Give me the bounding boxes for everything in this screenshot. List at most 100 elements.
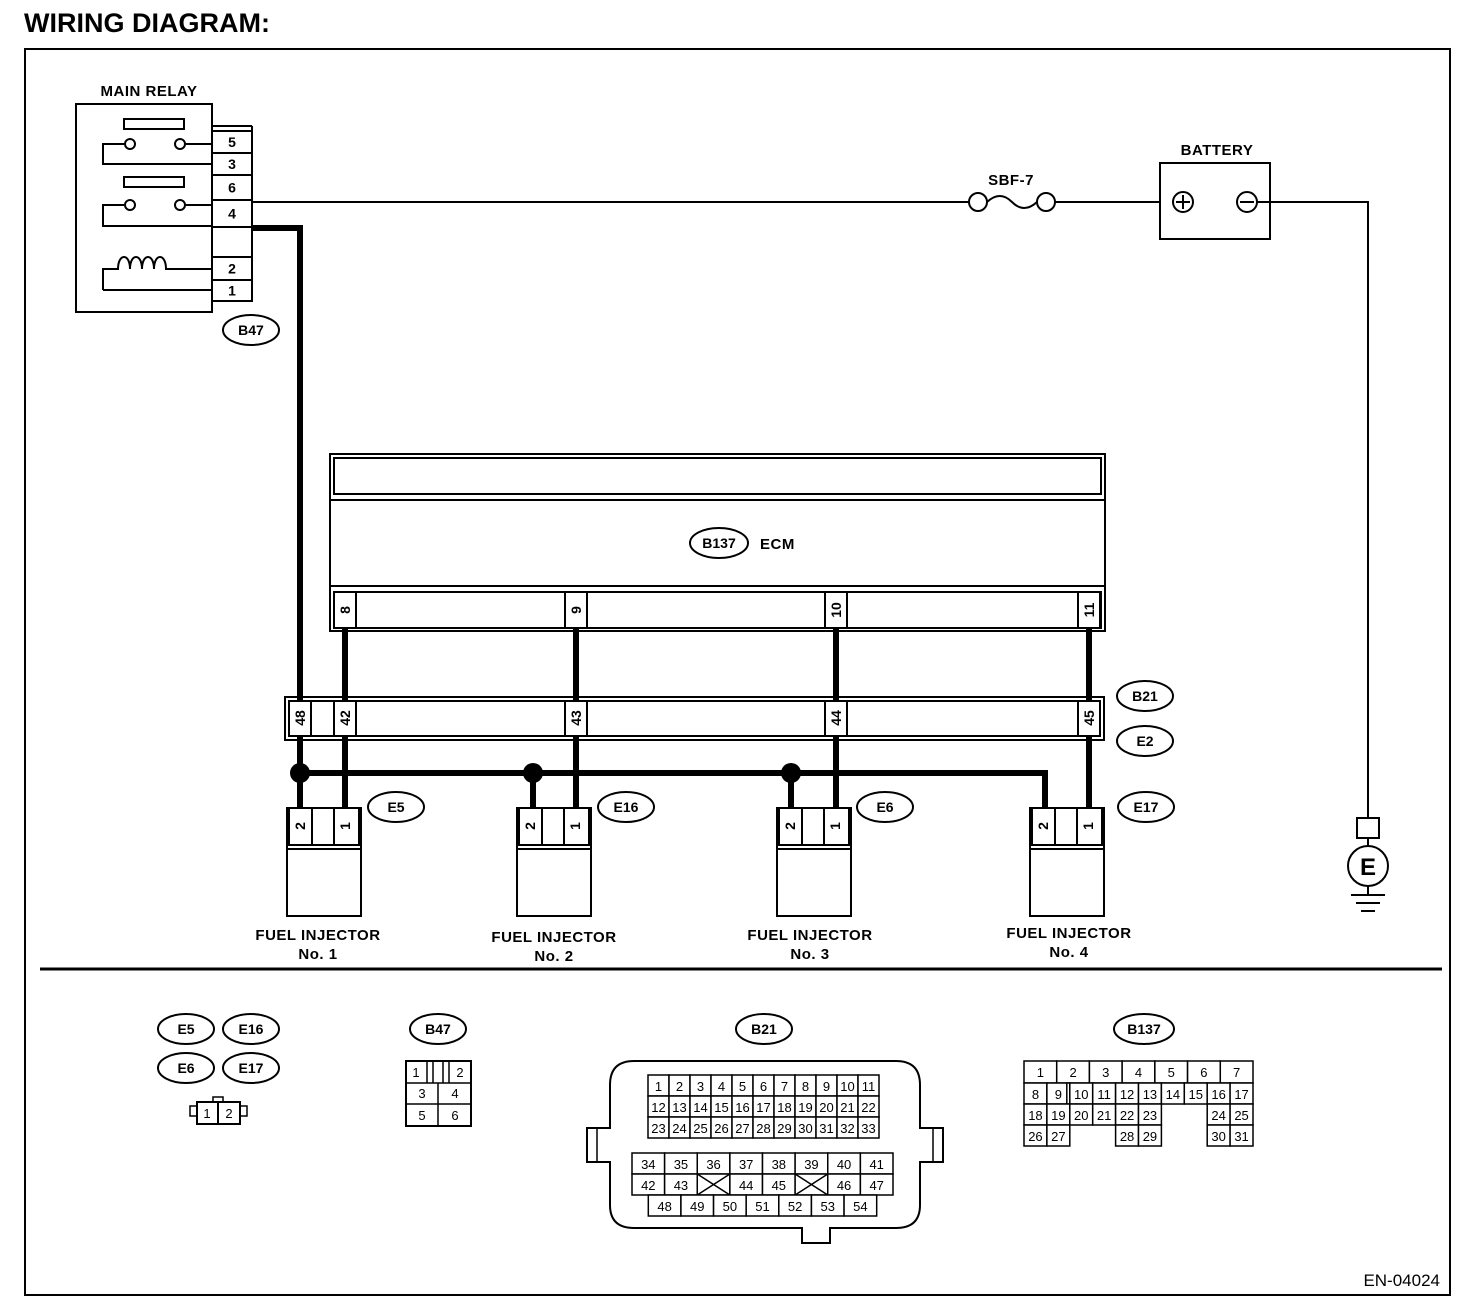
relay-switch-2: [123, 176, 185, 188]
legend-b137-title: B137: [1127, 1021, 1161, 1037]
injector-pin-2: 2: [1035, 822, 1051, 830]
b137-cell-15: 15: [1189, 1087, 1203, 1102]
b21-cell-19: 19: [798, 1100, 812, 1115]
relay-pin-3: 3: [228, 156, 236, 172]
ground-e: E: [1347, 817, 1389, 912]
joint-pin-48: 48: [292, 710, 308, 726]
injector-number: No. 3: [790, 946, 829, 963]
b21-cell-12: 12: [651, 1100, 665, 1115]
b21-cell-42: 42: [641, 1178, 655, 1193]
injector-connector-label: E17: [1134, 799, 1159, 815]
ecm-label: ECM: [760, 536, 795, 553]
b21-cell-39: 39: [804, 1157, 818, 1172]
b137-cell-29: 29: [1143, 1129, 1157, 1144]
ecm-pin-9: 9: [568, 606, 584, 614]
injector-number: No. 2: [534, 948, 573, 965]
b21-cell-25: 25: [693, 1121, 707, 1136]
joint-pin-45: 45: [1081, 710, 1097, 726]
fuse-sbf-7: SBF-7: [968, 172, 1056, 212]
b137-cell-8: 8: [1032, 1087, 1039, 1102]
injector-label: FUEL INJECTOR: [1006, 925, 1131, 942]
legend-e-pin-2: 2: [225, 1106, 232, 1121]
b137-cell-21: 21: [1097, 1108, 1111, 1123]
legend-e5: E5: [177, 1021, 194, 1037]
connector-tag-e2: [1116, 725, 1174, 757]
b21-cell-44: 44: [739, 1178, 753, 1193]
b21-cell-38: 38: [772, 1157, 786, 1172]
b21-cell-9: 9: [823, 1079, 830, 1094]
ground-label: E: [1360, 854, 1376, 881]
ecm-pin-11: 11: [1081, 602, 1097, 617]
b137-cell-13: 13: [1143, 1087, 1157, 1102]
injector-label: FUEL INJECTOR: [491, 929, 616, 946]
b137-cell-25: 25: [1234, 1108, 1248, 1123]
b21-cell-43: 43: [674, 1178, 688, 1193]
joint-upper-label: B21: [1132, 688, 1158, 704]
legend-b47-pin-3: 3: [418, 1086, 425, 1101]
b137-cell-9: 9: [1055, 1087, 1062, 1102]
injector-pin-1: 1: [1080, 822, 1096, 830]
b21-cell-31: 31: [819, 1121, 833, 1136]
b21-cell-21: 21: [840, 1100, 854, 1115]
b21-cell-24: 24: [672, 1121, 686, 1136]
joint-pin-44: 44: [828, 710, 844, 726]
injector-connector-label: E5: [387, 799, 404, 815]
connector-tag-e16: [597, 791, 655, 823]
injector-pin-1: 1: [337, 822, 353, 830]
b137-cell-18: 18: [1028, 1108, 1042, 1123]
injector-pin-1: 1: [567, 822, 583, 830]
b21-cell-27: 27: [735, 1121, 749, 1136]
b21-cell-41: 41: [869, 1157, 883, 1172]
b21-cell-32: 32: [840, 1121, 854, 1136]
b137-cell-7: 7: [1233, 1065, 1240, 1080]
b21-cell-33: 33: [861, 1121, 875, 1136]
injector-pin-2: 2: [782, 822, 798, 830]
b137-cell-6: 6: [1200, 1065, 1207, 1080]
relay-pin-1: 1: [228, 283, 236, 299]
connector-tag-e5: [367, 791, 425, 823]
injector-label: FUEL INJECTOR: [747, 927, 872, 944]
relay-pin-4: 4: [228, 206, 236, 222]
joint-lower-label: E2: [1136, 733, 1153, 749]
legend-b21-title: B21: [751, 1021, 777, 1037]
b21-cell-53: 53: [821, 1199, 835, 1214]
relay-pin-5: 5: [228, 134, 236, 150]
diagram-frame: [24, 48, 1451, 1296]
ecm-connector-label: B137: [702, 535, 736, 551]
ecm-pin-10: 10: [828, 602, 844, 618]
splice-3: [781, 763, 801, 783]
b137-cell-19: 19: [1051, 1108, 1065, 1123]
b21-cell-36: 36: [706, 1157, 720, 1172]
connector-b47-label: B47: [238, 322, 264, 338]
b21-cell-29: 29: [777, 1121, 791, 1136]
b21-cell-2: 2: [676, 1079, 683, 1094]
b21-cell-47: 47: [869, 1178, 883, 1193]
b137-cell-12: 12: [1120, 1087, 1134, 1102]
relay-pin-6: 6: [228, 180, 236, 196]
b21-cell-15: 15: [714, 1100, 728, 1115]
legend-e17: E17: [239, 1060, 264, 1076]
harness-wires: [252, 225, 1092, 808]
b137-cell-16: 16: [1211, 1087, 1225, 1102]
injector-number: No. 4: [1049, 944, 1088, 961]
b21-cell-1: 1: [655, 1079, 662, 1094]
b137-cell-26: 26: [1028, 1129, 1042, 1144]
page-title: WIRING DIAGRAM:: [24, 8, 270, 38]
b21-cell-40: 40: [837, 1157, 851, 1172]
b137-cell-24: 24: [1211, 1108, 1225, 1123]
legend-e-pin-1: 1: [203, 1106, 210, 1121]
b137-cell-14: 14: [1166, 1087, 1180, 1102]
injector-pin-2: 2: [522, 822, 538, 830]
b21-cell-13: 13: [672, 1100, 686, 1115]
b137-cell-30: 30: [1211, 1129, 1225, 1144]
joint-pin-43: 43: [568, 710, 584, 726]
connector-tag-b137: [689, 527, 749, 559]
b21-cell-8: 8: [802, 1079, 809, 1094]
